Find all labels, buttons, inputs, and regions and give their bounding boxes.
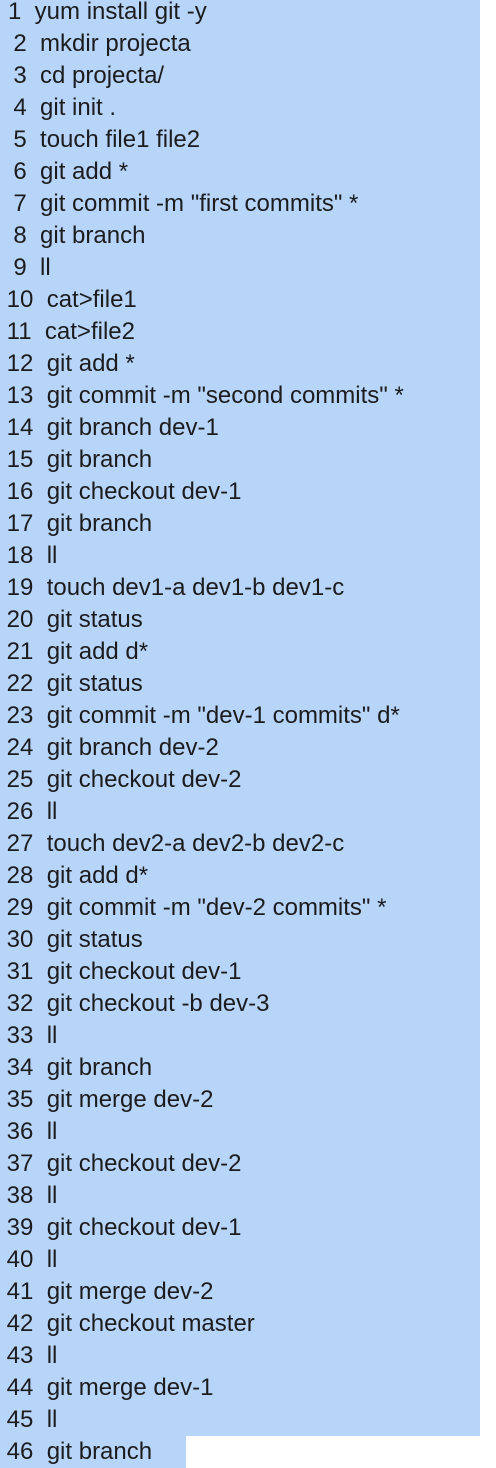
history-line: 13 git commit -m "second commits" * <box>0 380 480 412</box>
history-line: 34 git branch <box>0 1052 480 1084</box>
history-line: 37 git checkout dev-2 <box>0 1148 480 1180</box>
history-line: 18 ll <box>0 540 480 572</box>
history-line: 16 git checkout dev-1 <box>0 476 480 508</box>
history-line: 33 ll <box>0 1020 480 1052</box>
history-line: 23 git commit -m "dev-1 commits" d* <box>0 700 480 732</box>
history-line: 39 git checkout dev-1 <box>0 1212 480 1244</box>
history-line: 36 ll <box>0 1116 480 1148</box>
history-line: 41 git merge dev-2 <box>0 1276 480 1308</box>
history-line: 14 git branch dev-1 <box>0 412 480 444</box>
history-line: 9 ll <box>0 252 480 284</box>
history-line: 30 git status <box>0 924 480 956</box>
history-line: 17 git branch <box>0 508 480 540</box>
history-line: 25 git checkout dev-2 <box>0 764 480 796</box>
history-line: 12 git add * <box>0 348 480 380</box>
history-line: 2 mkdir projecta <box>0 28 480 60</box>
history-line: 45 ll <box>0 1404 480 1436</box>
history-line: 5 touch file1 file2 <box>0 124 480 156</box>
history-line: 19 touch dev1-a dev1-b dev1-c <box>0 572 480 604</box>
history-line: 35 git merge dev-2 <box>0 1084 480 1116</box>
history-line: 44 git merge dev-1 <box>0 1372 480 1404</box>
history-line: 28 git add d* <box>0 860 480 892</box>
history-line: 27 touch dev2-a dev2-b dev2-c <box>0 828 480 860</box>
history-line: 4 git init . <box>0 92 480 124</box>
history-line: 1 yum install git -y <box>0 0 480 28</box>
history-line: 8 git branch <box>0 220 480 252</box>
history-line: 29 git commit -m "dev-2 commits" * <box>0 892 480 924</box>
history-line: 42 git checkout master <box>0 1308 480 1340</box>
history-line: 26 ll <box>0 796 480 828</box>
history-line: 11 cat>file2 <box>0 316 480 348</box>
history-line: 40 ll <box>0 1244 480 1276</box>
history-line: 3 cd projecta/ <box>0 60 480 92</box>
history-line: 32 git checkout -b dev-3 <box>0 988 480 1020</box>
history-line: 7 git commit -m "first commits" * <box>0 188 480 220</box>
history-line: 24 git branch dev-2 <box>0 732 480 764</box>
history-line: 31 git checkout dev-1 <box>0 956 480 988</box>
history-line: 22 git status <box>0 668 480 700</box>
history-line: 21 git add d* <box>0 636 480 668</box>
history-line: 15 git branch <box>0 444 480 476</box>
history-line: 6 git add * <box>0 156 480 188</box>
history-line: 43 ll <box>0 1340 480 1372</box>
history-line: 10 cat>file1 <box>0 284 480 316</box>
history-line: 46 git branch <box>0 1436 186 1468</box>
history-line: 38 ll <box>0 1180 480 1212</box>
history-line: 20 git status <box>0 604 480 636</box>
